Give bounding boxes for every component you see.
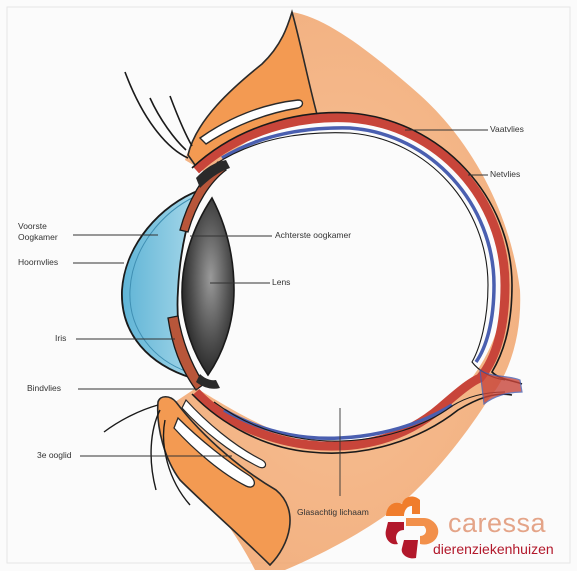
- caressa-logo: caressa dierenziekenhuizen: [376, 500, 571, 562]
- label-voorste-oogkamer: Voorste Oogkamer: [18, 221, 58, 243]
- logo-subtitle: dierenziekenhuizen: [433, 541, 554, 557]
- label-iris: Iris: [55, 333, 66, 344]
- label-lens: Lens: [272, 277, 290, 288]
- label-achterste-oogkamer: Achterste oogkamer: [275, 230, 351, 241]
- label-vaatvlies: Vaatvlies: [490, 124, 524, 135]
- label-hoornvlies: Hoornvlies: [18, 257, 58, 268]
- label-3e-ooglid: 3e ooglid: [37, 450, 72, 461]
- label-glasachtig-lichaam: Glasachtig lichaam: [297, 507, 369, 518]
- label-bindvlies: Bindvlies: [27, 383, 61, 394]
- label-netvlies: Netvlies: [490, 169, 520, 180]
- logo-name: caressa: [448, 508, 546, 538]
